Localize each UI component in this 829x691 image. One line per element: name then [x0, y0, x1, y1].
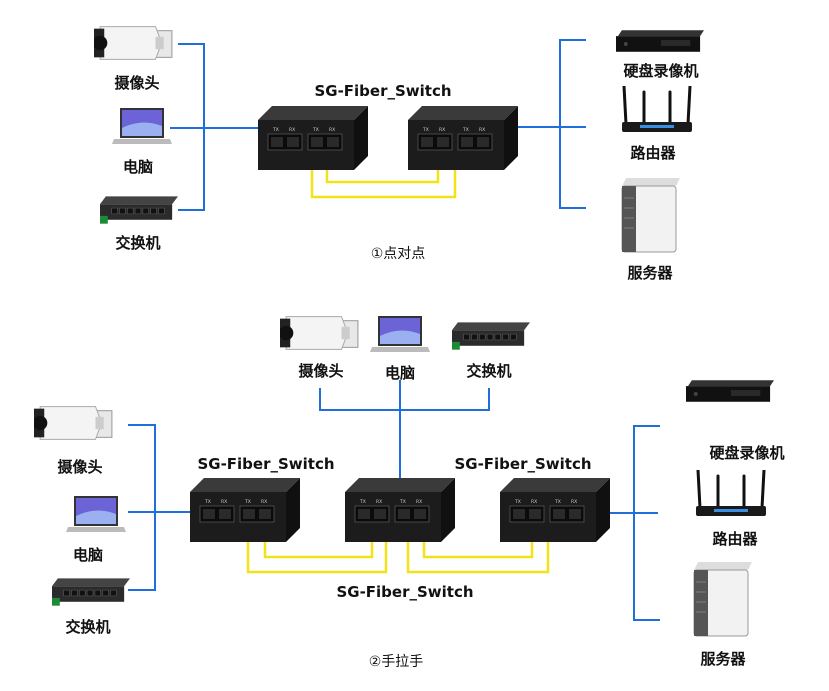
- device-label-nvr: 硬盘录像机: [709, 444, 785, 462]
- network-switch-icon: [452, 322, 530, 350]
- switch-title: SG-Fiber_Switch: [454, 455, 592, 473]
- device-label-computer: 电脑: [72, 546, 104, 564]
- laptop-icon: [370, 316, 430, 352]
- fiber-switch-2-right: [500, 478, 610, 543]
- router-icon: [696, 470, 766, 518]
- device-label-router: 路由器: [712, 530, 758, 548]
- device-label-camera: 摄像头: [57, 458, 103, 476]
- switch-title: SG-Fiber_Switch: [336, 583, 474, 601]
- nvr-icon: [616, 30, 704, 52]
- switch-title: SG-Fiber_Switch: [197, 455, 335, 473]
- camera-icon: [34, 406, 113, 440]
- laptop-icon: [66, 496, 126, 532]
- laptop-icon: [112, 108, 172, 144]
- device-label-server: 服务器: [700, 650, 746, 668]
- camera-icon: [94, 26, 173, 60]
- switch-title: SG-Fiber_Switch: [314, 82, 452, 100]
- device-label-switch: 交换机: [466, 362, 512, 380]
- network-switch-icon: [100, 196, 178, 224]
- fiber-switch-2-center: [345, 478, 455, 543]
- ethernet-wires-1: [170, 39, 586, 211]
- server-icon: [621, 178, 680, 253]
- network-switch-icon: [52, 578, 130, 606]
- device-label-computer: 电脑: [384, 364, 416, 382]
- fiber-wires-2: [246, 538, 550, 574]
- device-label-nvr: 硬盘录像机: [623, 62, 699, 80]
- camera-icon: [280, 316, 359, 350]
- router-icon: [622, 86, 692, 134]
- fiber-wires-1: [310, 166, 457, 199]
- device-label-camera: 摄像头: [298, 362, 344, 380]
- fiber-switch-1a: [258, 106, 368, 171]
- device-label-router: 路由器: [630, 144, 676, 162]
- fiber-switch-1b: [408, 106, 518, 171]
- ethernet-wires-2: [128, 380, 660, 621]
- fiber-switch-2-left: [190, 478, 300, 543]
- device-label-switch: 交换机: [65, 618, 111, 636]
- diagram-caption: ①点对点: [370, 246, 426, 262]
- server-icon: [693, 562, 752, 637]
- device-label-server: 服务器: [627, 264, 673, 282]
- device-label-computer: 电脑: [122, 158, 154, 176]
- diagram-caption: ②手拉手: [368, 654, 424, 670]
- nvr-icon: [686, 380, 774, 402]
- device-label-switch: 交换机: [115, 234, 161, 252]
- device-label-camera: 摄像头: [114, 74, 160, 92]
